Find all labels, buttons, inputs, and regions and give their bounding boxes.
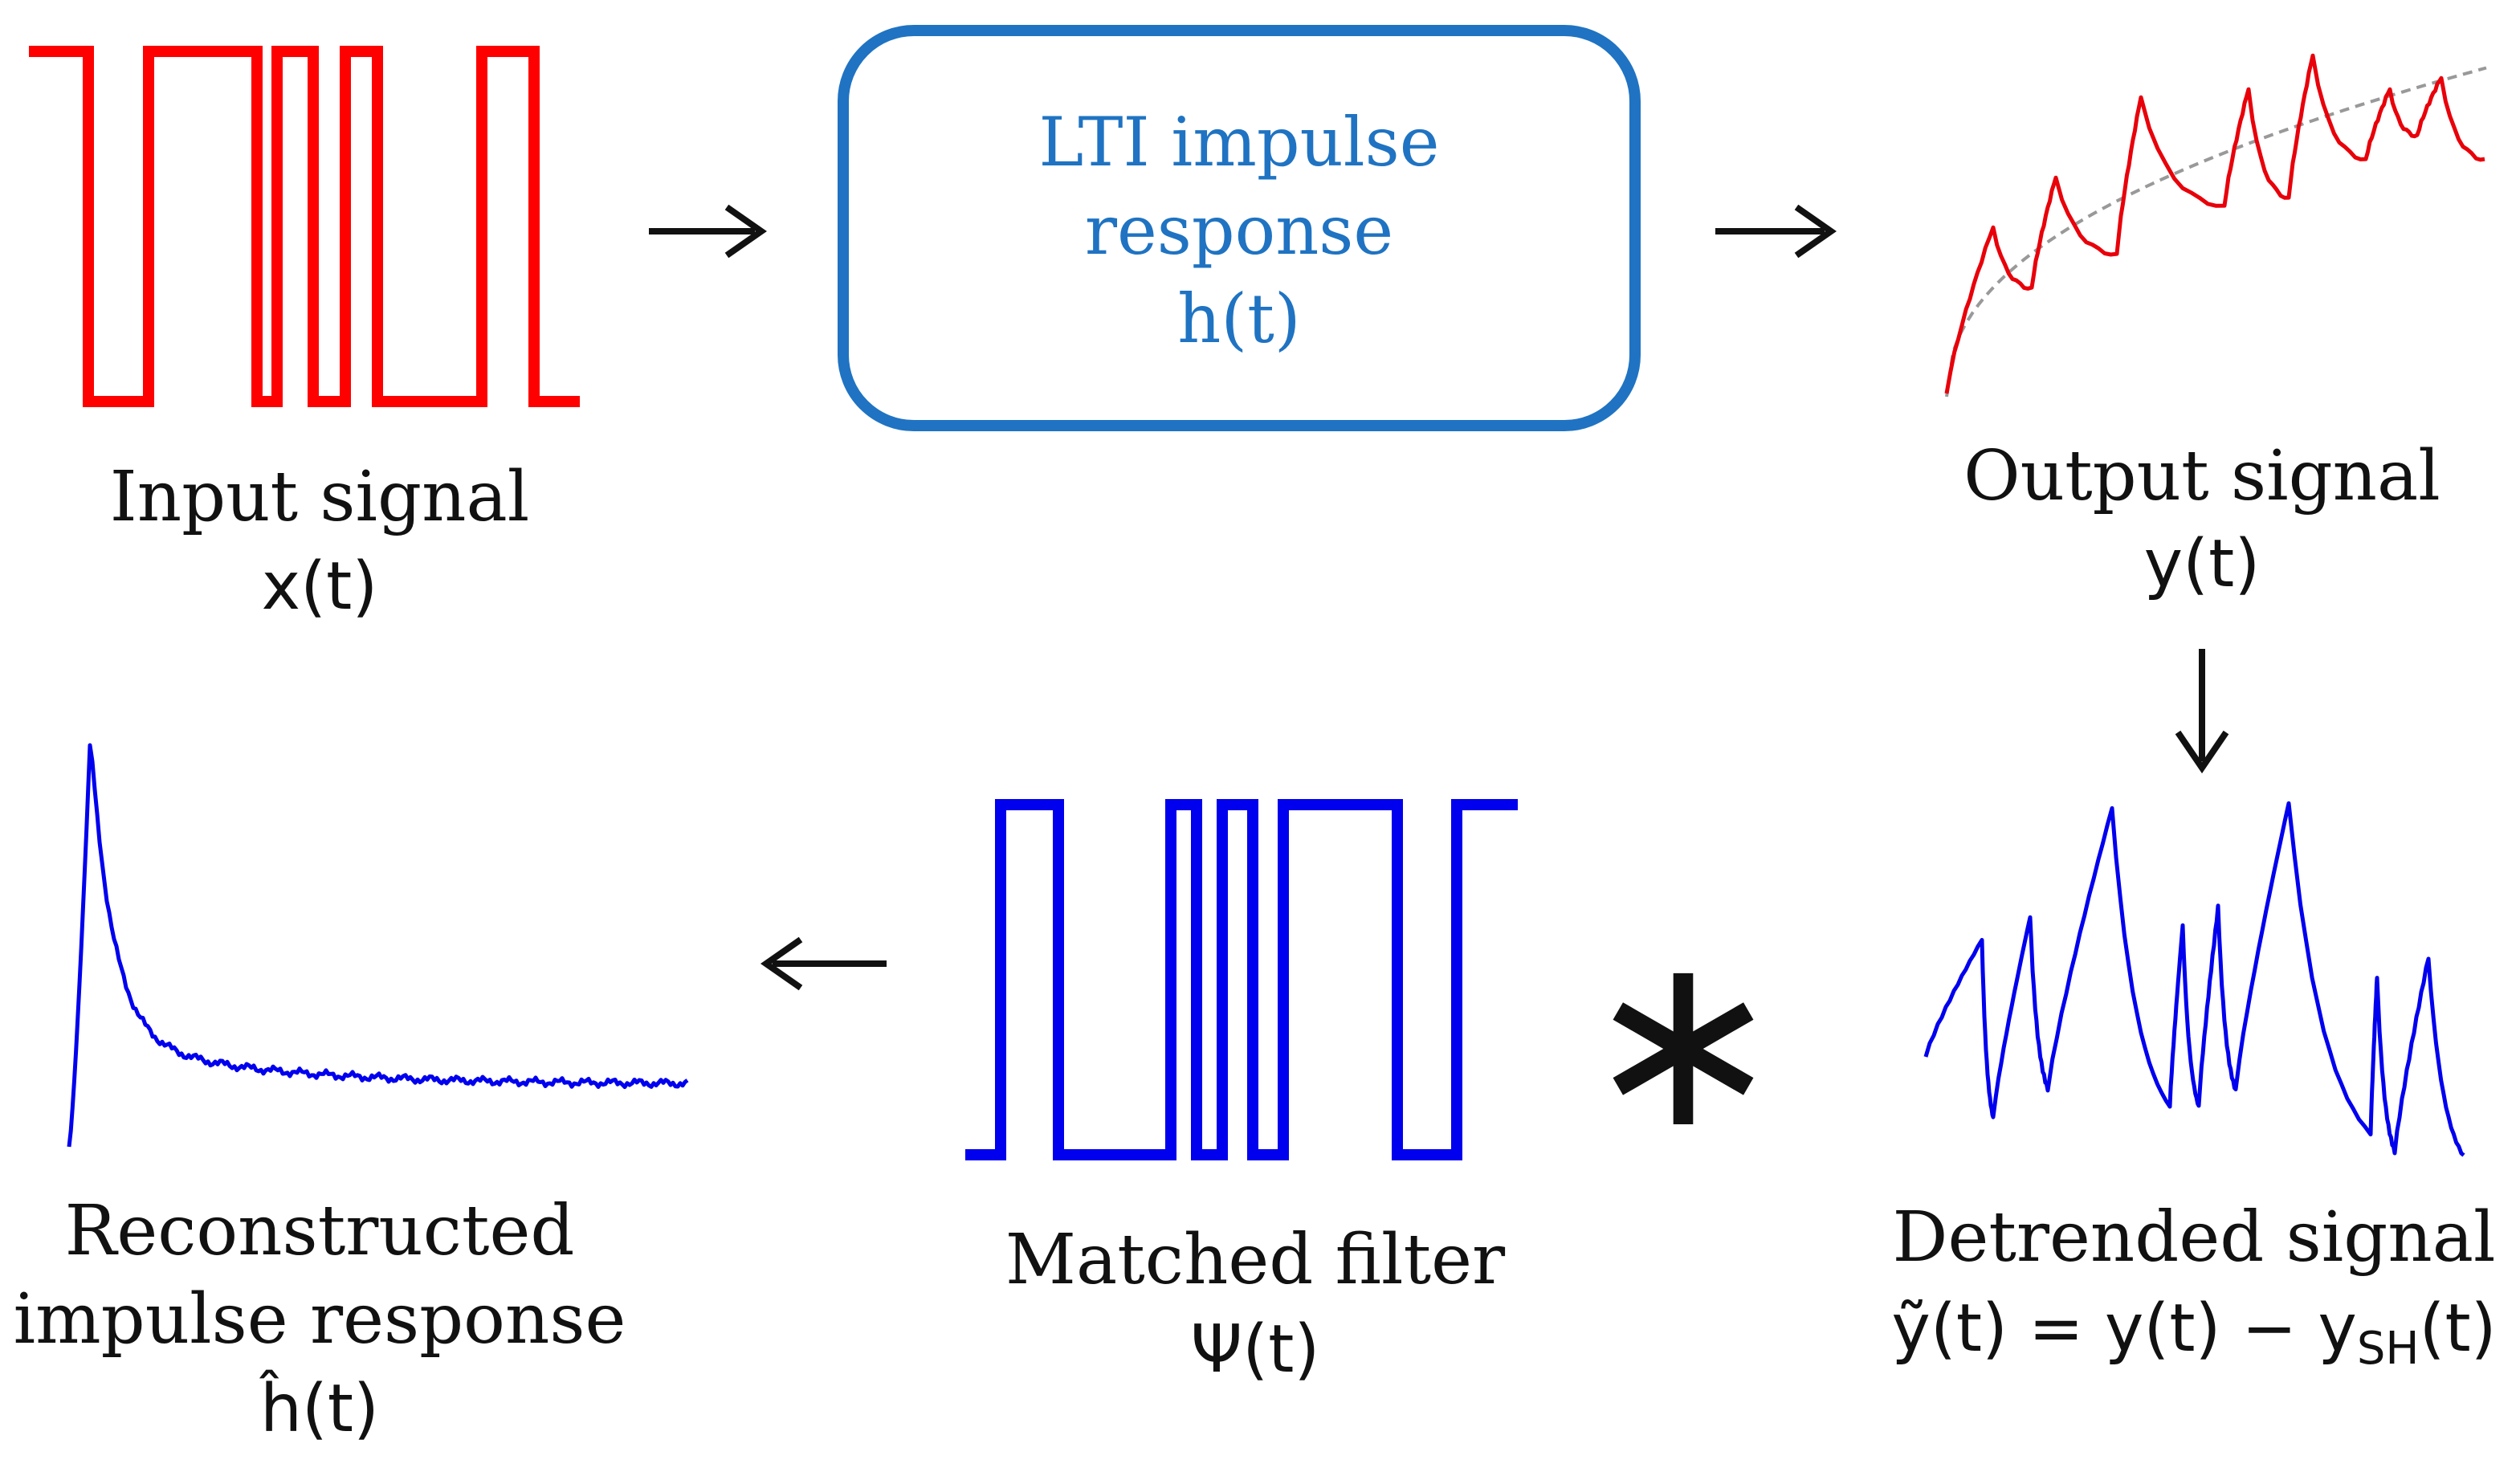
matched-filter-title: Matched filter bbox=[1005, 1220, 1506, 1300]
input-signal-symbol: x(t) bbox=[262, 548, 378, 625]
reconstructed-title-line1: Reconstructed bbox=[65, 1191, 575, 1271]
reconstructed-symbol: ĥ(t) bbox=[259, 1369, 379, 1447]
reconstructed-title-line2: impulse response bbox=[14, 1279, 626, 1360]
output-trend-line bbox=[1945, 66, 2487, 398]
detrended-signal-title: Detrended signal bbox=[1893, 1197, 2496, 1278]
down-arrow-icon bbox=[2175, 649, 2229, 774]
input-signal-title: Input signal bbox=[110, 457, 530, 537]
input-signal-waveform bbox=[29, 46, 580, 407]
reconstructed-impulse-waveform bbox=[67, 743, 689, 1148]
lti-box-line2: response bbox=[1085, 191, 1393, 270]
output-signal-title: Output signal bbox=[1963, 436, 2440, 516]
matched-filter-waveform bbox=[965, 799, 1518, 1160]
detrended-signal-formula: ỹ(t) = y(t) − ySH(t) bbox=[1891, 1291, 2496, 1375]
output-signal-symbol: y(t) bbox=[2144, 526, 2261, 602]
asterisk-icon: ∗ bbox=[1582, 901, 1784, 1181]
right-arrow-icon bbox=[1715, 204, 1837, 259]
lti-box-line3: h(t) bbox=[1177, 279, 1300, 358]
lti-impulse-response-box bbox=[838, 25, 1641, 431]
right-arrow-icon bbox=[649, 204, 767, 259]
matched-filter-symbol: Ψ(t) bbox=[1191, 1311, 1320, 1388]
lti-box-line1: LTI impulse bbox=[1039, 103, 1440, 181]
detrended-signal-waveform bbox=[1923, 801, 2465, 1157]
output-signal-waveform bbox=[1944, 53, 2485, 394]
left-arrow-icon bbox=[760, 936, 887, 991]
